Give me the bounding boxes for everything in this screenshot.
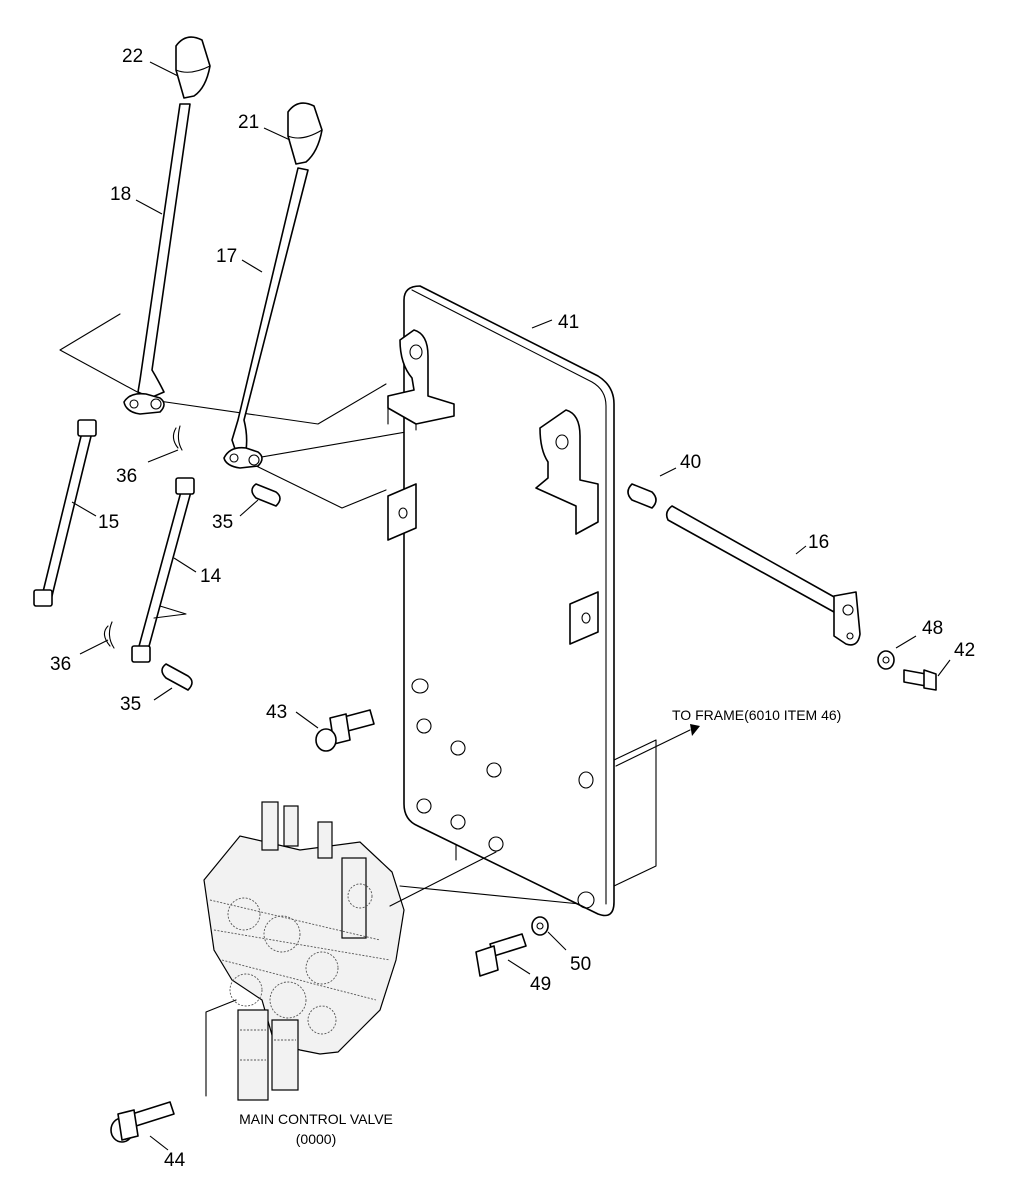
callout-22: 22 <box>122 46 143 67</box>
callout-44: 44 <box>164 1150 186 1171</box>
mounting-plate <box>387 285 657 917</box>
bushing-40 <box>627 483 657 509</box>
callout-43: 43 <box>266 702 287 723</box>
rod-15 <box>33 419 97 607</box>
to-frame-note: TO FRAME(6010 ITEM 46) <box>672 707 841 723</box>
callout-labels: 22 21 18 17 41 40 16 36 35 15 14 36 35 4… <box>50 46 975 1171</box>
callout-50: 50 <box>570 954 591 975</box>
valve-mount-line <box>205 999 237 1097</box>
bolt-43 <box>315 709 375 752</box>
callout-49: 49 <box>530 974 551 995</box>
pin-35-upper <box>251 483 281 507</box>
callout-21: 21 <box>238 112 259 133</box>
callout-41: 41 <box>558 312 579 333</box>
bolt-44 <box>110 1101 175 1143</box>
lever-17 <box>223 167 309 469</box>
callout-17: 17 <box>216 246 237 267</box>
leader-lines <box>71 61 951 1151</box>
bolt-42 <box>903 669 937 691</box>
valve-name-label: MAIN CONTROL VALVE <box>239 1111 393 1127</box>
callout-36-upper: 36 <box>116 466 137 487</box>
callout-18: 18 <box>110 184 131 205</box>
knob-22 <box>175 36 211 99</box>
main-control-valve-illustration <box>203 801 497 1101</box>
pin-35-lower <box>161 663 193 691</box>
to-frame-arrow <box>615 724 700 767</box>
washer-48 <box>877 650 895 670</box>
callout-35-upper: 35 <box>212 512 233 533</box>
rod-14 <box>131 477 195 663</box>
callout-15: 15 <box>98 512 119 533</box>
callout-48: 48 <box>922 618 943 639</box>
callout-36-lower: 36 <box>50 654 71 675</box>
lever-18 <box>123 103 191 415</box>
callout-40: 40 <box>680 452 701 473</box>
shaft-16 <box>665 505 861 646</box>
washer-50 <box>531 916 549 936</box>
knob-21 <box>287 102 323 165</box>
callout-14: 14 <box>200 566 222 587</box>
cotter-pins <box>103 425 183 649</box>
callout-42: 42 <box>954 640 975 661</box>
callout-35-lower: 35 <box>120 694 141 715</box>
bolt-49 <box>475 933 527 977</box>
callout-16: 16 <box>808 532 829 553</box>
valve-code-label: (0000) <box>296 1131 336 1147</box>
